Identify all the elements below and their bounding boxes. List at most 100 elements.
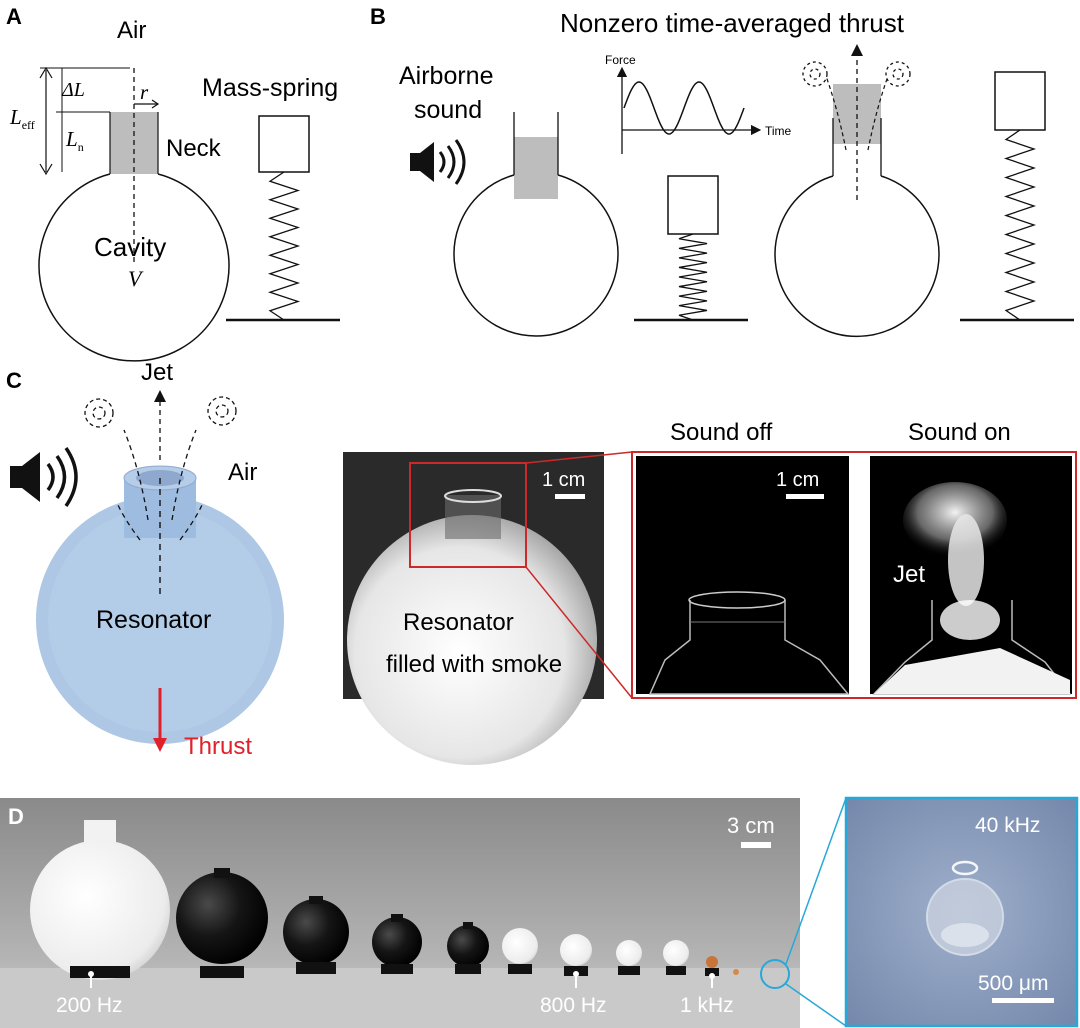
vortex-left-icon bbox=[802, 61, 828, 87]
extended-mass-block bbox=[994, 71, 1046, 131]
flow-left-1 bbox=[123, 429, 149, 521]
radius-arrowhead bbox=[151, 99, 160, 109]
cavity-label: Cavity bbox=[94, 232, 166, 262]
flow-left-2 bbox=[117, 504, 141, 541]
panel-a-letter: A bbox=[6, 4, 22, 29]
vortex-right-icon bbox=[885, 61, 911, 87]
left-cavity-circle bbox=[453, 174, 619, 337]
scale-bar-3 bbox=[741, 842, 771, 848]
resonator-200hz bbox=[30, 840, 170, 980]
jet-label: Jet bbox=[141, 359, 173, 386]
spring-a bbox=[267, 171, 301, 321]
vortex-c-left-icon bbox=[84, 398, 114, 428]
res-w3-base bbox=[618, 966, 640, 975]
resonator-800hz bbox=[560, 934, 592, 966]
panel-a: A Air ΔL Leff Ln r Neck Cavity V Mass-sp… bbox=[6, 4, 340, 362]
mass-block bbox=[258, 115, 310, 173]
flow-right-2 bbox=[179, 504, 203, 541]
highlight-box bbox=[409, 462, 527, 568]
res-b4-base bbox=[455, 964, 481, 974]
thrust-arrowhead bbox=[153, 738, 167, 752]
panel-b-title: Nonzero time-averaged thrust bbox=[560, 8, 905, 38]
speaker-icon bbox=[410, 139, 466, 185]
resonator-white-4 bbox=[663, 940, 689, 966]
panel-c-letter: C bbox=[6, 368, 22, 393]
l-n-label: Ln bbox=[65, 127, 84, 154]
photo-caption-1: Resonator bbox=[403, 609, 514, 636]
scale-label-1: 1 cm bbox=[542, 469, 585, 491]
jet-photo-label: Jet bbox=[893, 561, 925, 588]
resonator-tiny bbox=[733, 969, 739, 975]
sine-wave bbox=[623, 81, 745, 135]
compressed-spring bbox=[678, 233, 708, 321]
streamline-left bbox=[825, 75, 847, 151]
resonator-white-3 bbox=[616, 940, 642, 966]
right-cavity-circle bbox=[774, 175, 940, 338]
freq-40k-label: 40 kHz bbox=[975, 814, 1040, 837]
delta-l-label: ΔL bbox=[61, 79, 85, 101]
jet-arrow-c bbox=[154, 390, 166, 402]
radius-label: r bbox=[140, 80, 149, 104]
res-w1-base bbox=[508, 964, 532, 974]
resonator-black-2 bbox=[283, 899, 349, 965]
extended-spring bbox=[1003, 129, 1037, 321]
cavity-circle bbox=[38, 173, 230, 362]
panel-d-letter: D bbox=[8, 804, 24, 829]
l-eff-label: Leff bbox=[9, 105, 35, 132]
compressed-mass-block bbox=[667, 175, 719, 235]
thrust-label: Thrust bbox=[184, 733, 252, 760]
panel-c: C Jet Air Resonator Thrust bbox=[6, 359, 1077, 765]
speaker-icon-c bbox=[10, 447, 78, 507]
res-w4-base bbox=[666, 966, 686, 975]
sound-off-bottle bbox=[648, 591, 850, 695]
mass-spring-label: Mass-spring bbox=[202, 74, 338, 102]
freq-800-label: 800 Hz bbox=[540, 994, 607, 1017]
airborne-label-1: Airborne bbox=[399, 62, 494, 90]
scale-label-2: 1 cm bbox=[776, 469, 819, 491]
resonator-white-1 bbox=[502, 928, 538, 964]
resonator-black-3 bbox=[372, 917, 422, 967]
vortex-c-right-icon bbox=[207, 396, 237, 426]
l-eff-arrow-bottom bbox=[39, 163, 53, 176]
zoom-connector-bottom bbox=[785, 983, 847, 1027]
res-b4-neck bbox=[463, 922, 473, 929]
air-label: Air bbox=[117, 17, 146, 44]
res-1k-base bbox=[705, 968, 719, 976]
scale-bar-1 bbox=[555, 494, 585, 499]
res-b1-neck bbox=[214, 868, 230, 878]
time-axis-label: Time bbox=[765, 124, 792, 138]
resonator-label: Resonator bbox=[96, 606, 211, 634]
jet-arrowhead bbox=[851, 44, 863, 56]
volume-label: V bbox=[128, 266, 144, 291]
panel-b-letter: B bbox=[370, 4, 386, 29]
force-axis-label: Force bbox=[605, 53, 636, 67]
sound-off-label: Sound off bbox=[670, 419, 773, 446]
res-b3-base bbox=[381, 964, 413, 974]
res-200-base bbox=[70, 966, 130, 978]
micro-neck bbox=[951, 860, 979, 876]
zoom-line-bottom bbox=[525, 566, 633, 699]
resonator-inner bbox=[48, 508, 272, 732]
airborne-label-2: sound bbox=[414, 96, 482, 124]
freq-1k-label: 1 kHz bbox=[680, 994, 734, 1017]
photo-neck-rim bbox=[444, 489, 502, 503]
panel-b: B Nonzero time-averaged thrust Airborne … bbox=[370, 4, 1074, 338]
scale-label-um: 500 μm bbox=[978, 972, 1048, 995]
sound-on-bottle bbox=[872, 482, 1072, 695]
air-label-c: Air bbox=[228, 459, 257, 486]
scale-label-3: 3 cm bbox=[727, 813, 775, 838]
smoke-photo-ball bbox=[347, 515, 597, 765]
resonator-1khz bbox=[706, 956, 718, 968]
freq-200-label: 200 Hz bbox=[56, 994, 123, 1017]
panel-d: D 3 cm 200 Hz 80 bbox=[0, 796, 1079, 1028]
streamline-right bbox=[867, 75, 889, 151]
resonator-black-4 bbox=[447, 925, 489, 967]
zoom-connector-top bbox=[785, 797, 847, 965]
res-b1-base bbox=[200, 966, 244, 978]
zoom-circle bbox=[760, 959, 790, 989]
sound-on-label: Sound on bbox=[908, 419, 1011, 446]
res-b3-neck bbox=[391, 914, 403, 922]
resonator-black-1 bbox=[176, 872, 268, 964]
micro-highlight bbox=[941, 923, 989, 947]
